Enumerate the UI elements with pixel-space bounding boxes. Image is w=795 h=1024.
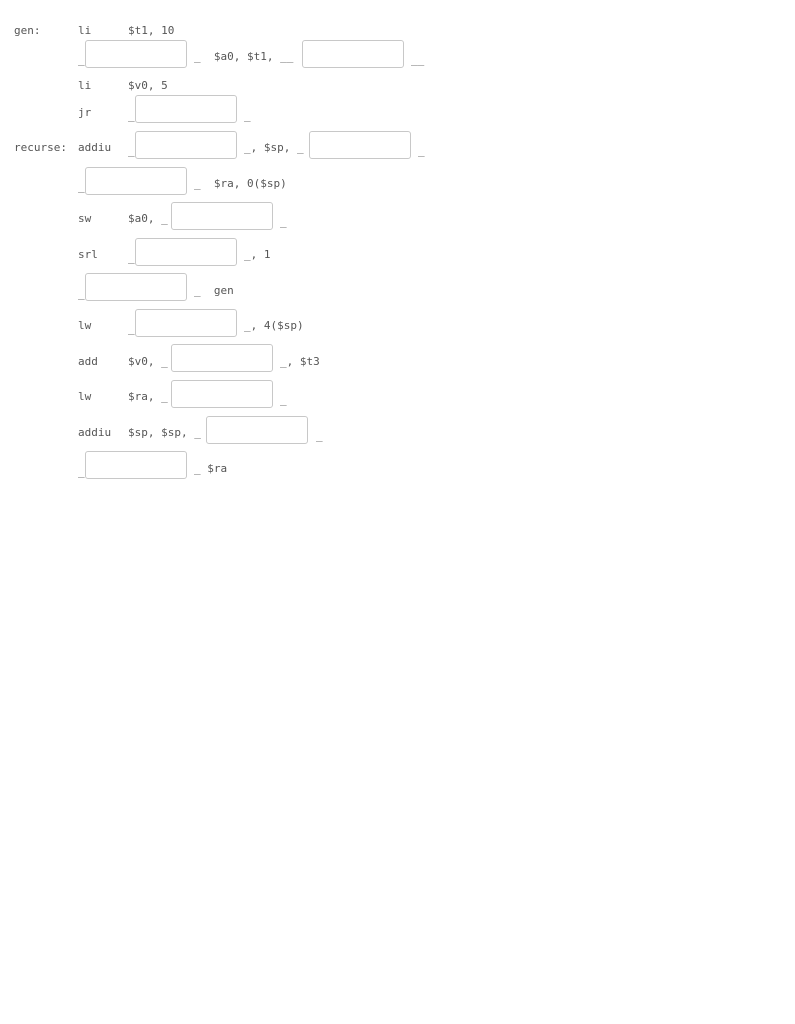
blank-input-9[interactable] [85,273,187,301]
opcode: sw [78,212,92,225]
blank-marker: _ [78,287,85,300]
opcode: srl [78,248,98,261]
blank-input-12[interactable] [171,380,273,408]
blank-marker: _ [128,322,135,335]
opcode: addiu [78,426,112,439]
blank-input-7[interactable] [171,202,273,230]
opcode: li [78,79,92,92]
operands: _, 1 [244,248,271,261]
label-recurse: recurse: [14,141,67,154]
blank-marker: _ [280,215,287,228]
blank-input-3[interactable] [135,95,237,123]
blank-marker: _ [78,465,85,478]
blank-input-5[interactable] [309,131,411,159]
operands: _, 4($sp) [244,319,304,332]
operands: _ $ra, 0($sp) [194,177,287,190]
opcode: add [78,355,98,368]
blank-input-4[interactable] [135,131,237,159]
operands: _ gen [194,284,234,297]
blank-input-10[interactable] [135,309,237,337]
operands: $ra, _ [128,390,168,403]
blank-input-2[interactable] [302,40,404,68]
opcode: jr [78,106,92,119]
blank-input-6[interactable] [85,167,187,195]
blank-input-11[interactable] [171,344,273,372]
blank-input-13[interactable] [206,416,308,444]
operands: _ $ra [194,462,228,475]
blank-marker: _ [418,144,425,157]
operands: $v0, _ [128,355,168,368]
opcode: addiu [78,141,112,154]
blank-marker: _ [128,109,135,122]
operands: _, $t3 [280,355,320,368]
operands: $v0, 5 [128,79,168,92]
blank-marker: _ [244,109,251,122]
operands: _ $a0, $t1, __ [194,50,294,63]
blank-marker: __ [411,53,425,66]
blank-marker: _ [128,144,135,157]
blank-marker: _ [316,429,323,442]
opcode: lw [78,390,92,403]
blank-input-8[interactable] [135,238,237,266]
blank-marker: _ [280,393,287,406]
operands: $sp, $sp, _ [128,426,201,439]
blank-marker: _ [78,180,85,193]
label-gen: gen: [14,24,41,37]
operands: $t1, 10 [128,24,175,37]
operands: $a0, _ [128,212,168,225]
blank-input-1[interactable] [85,40,187,68]
blank-marker: _ [128,251,135,264]
opcode: lw [78,319,92,332]
opcode: li [78,24,92,37]
blank-input-14[interactable] [85,451,187,479]
blank-marker: _ [78,53,85,66]
operands: _, $sp, _ [244,141,304,154]
